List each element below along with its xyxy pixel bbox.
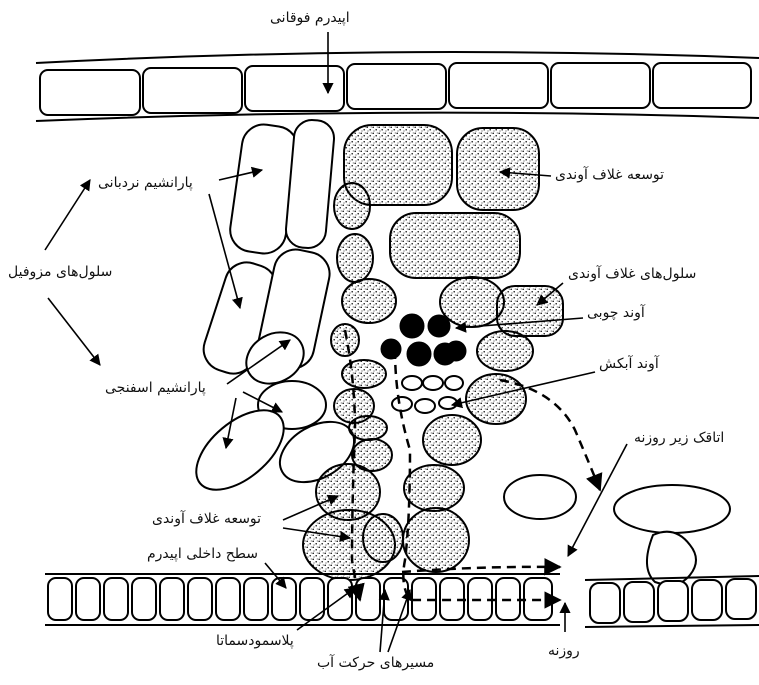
label-plasmodesmata: پلاسمودسماتا [216, 633, 294, 649]
upper-epidermis [36, 52, 759, 121]
label-lower-epidermis-inner-surface: سطح داخلی اپیدرم [147, 546, 258, 562]
label-stoma: روزنه [548, 643, 580, 659]
label-xylem: آوند چوبی [587, 305, 645, 321]
epidermal-cell [347, 64, 446, 109]
epidermal-cell [551, 63, 650, 108]
label-water-pathways: مسیرهای حرکت آب [317, 655, 434, 671]
label-palisade-parenchyma: پارانشیم نردبانی [98, 175, 193, 191]
phloem [392, 376, 463, 413]
label-upper-epidermis: اپیدرم فوقانی [270, 10, 350, 26]
lower-epidermis [45, 574, 759, 627]
label-substomatal-chamber: اتاقک زیر روزنه [634, 430, 724, 446]
epidermal-cell [449, 63, 548, 108]
epidermal-cell [245, 66, 344, 111]
label-bundle-sheath-extension-top: توسعه غلاف آوندی [555, 167, 664, 183]
epidermal-cell [653, 63, 751, 108]
epidermal-cell [40, 70, 140, 115]
label-bundle-sheath-extension-bottom: توسعه غلاف آوندی [152, 511, 261, 527]
epidermal-cell [143, 68, 242, 113]
label-bundle-sheath-cells: سلول‌های غلاف آوندی [568, 266, 696, 282]
label-phloem: آوند آبکش [599, 356, 659, 372]
label-spongy-parenchyma: پارانشیم اسفنجی [105, 380, 206, 396]
label-mesophyll-cells: سلول‌های مزوفیل [8, 264, 112, 280]
